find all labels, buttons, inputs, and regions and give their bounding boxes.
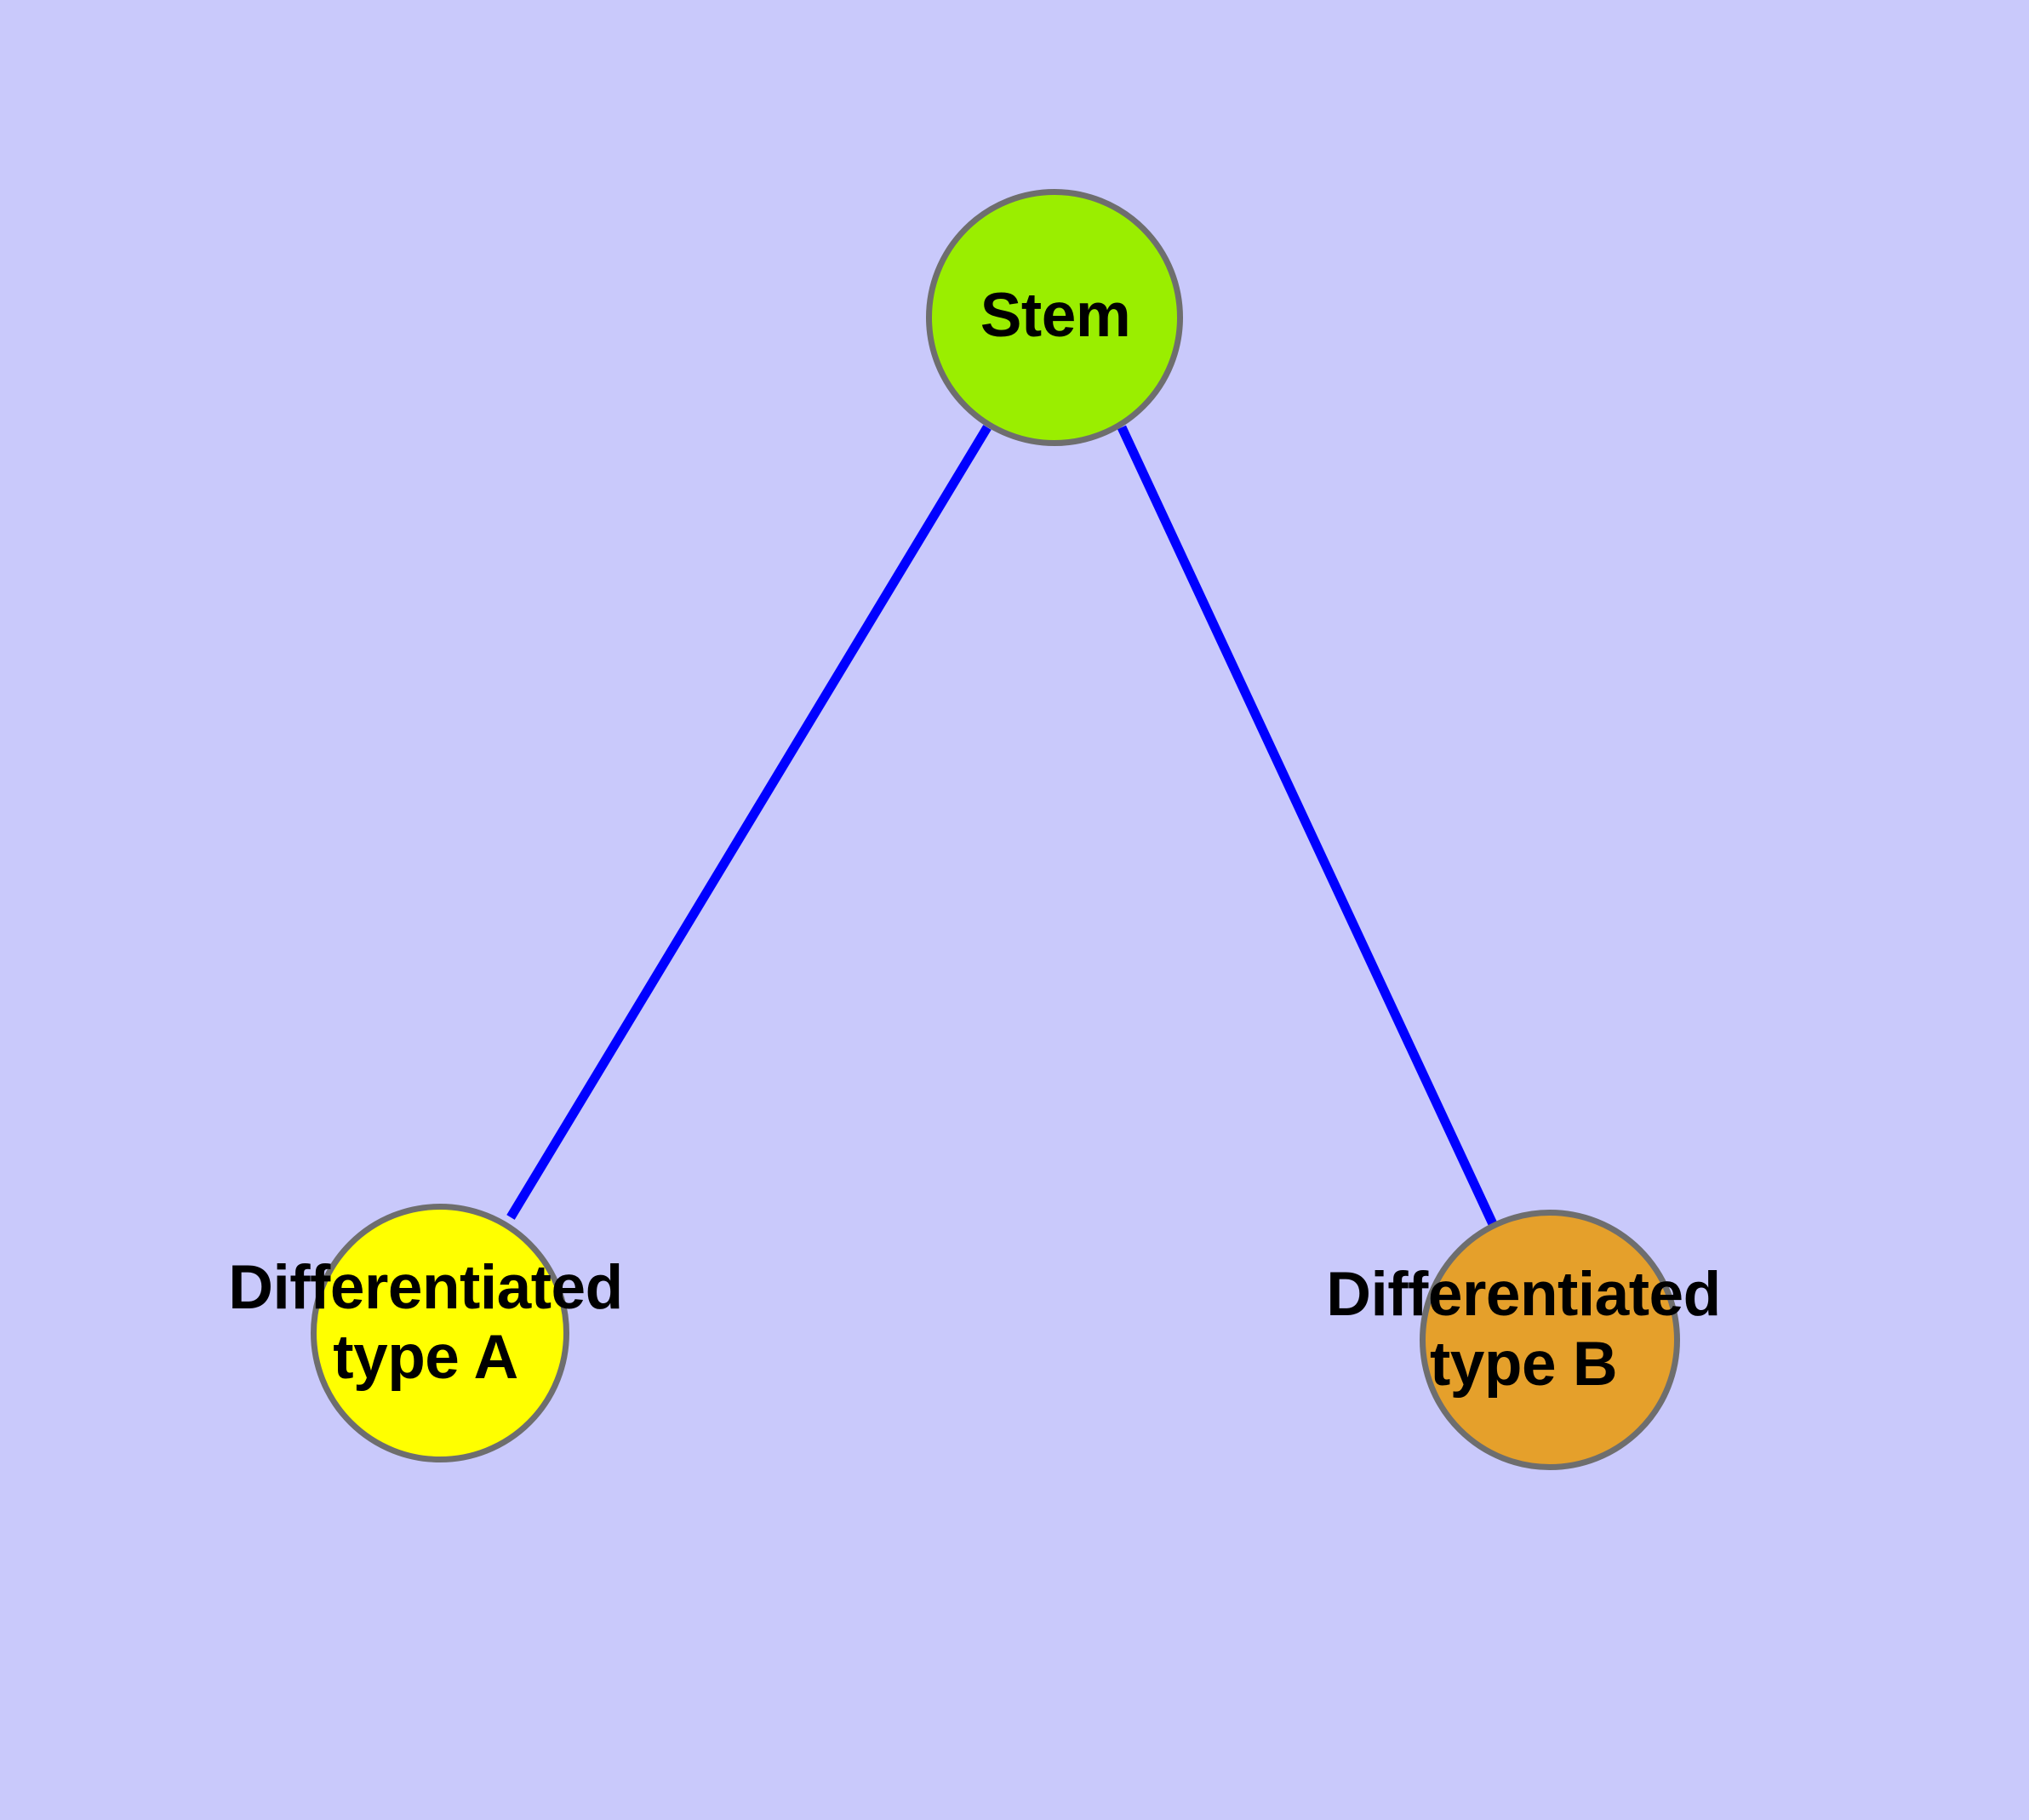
label-line-1: Differentiated [228,1253,623,1322]
node-stem[interactable] [926,189,1183,446]
label-line-2: type A [333,1323,518,1393]
label-line-1: Differentiated [1326,1260,1721,1329]
edge-stem-to-differentiated-type-a[interactable] [506,425,992,1220]
edge-stem-to-differentiated-type-b[interactable] [1117,425,1498,1228]
node-differentiated-type-b[interactable] [1420,1210,1680,1470]
label-line-2: type B [1429,1330,1618,1399]
node-differentiated-type-a[interactable] [311,1204,569,1462]
node-label-stem: Stem [980,281,1131,350]
